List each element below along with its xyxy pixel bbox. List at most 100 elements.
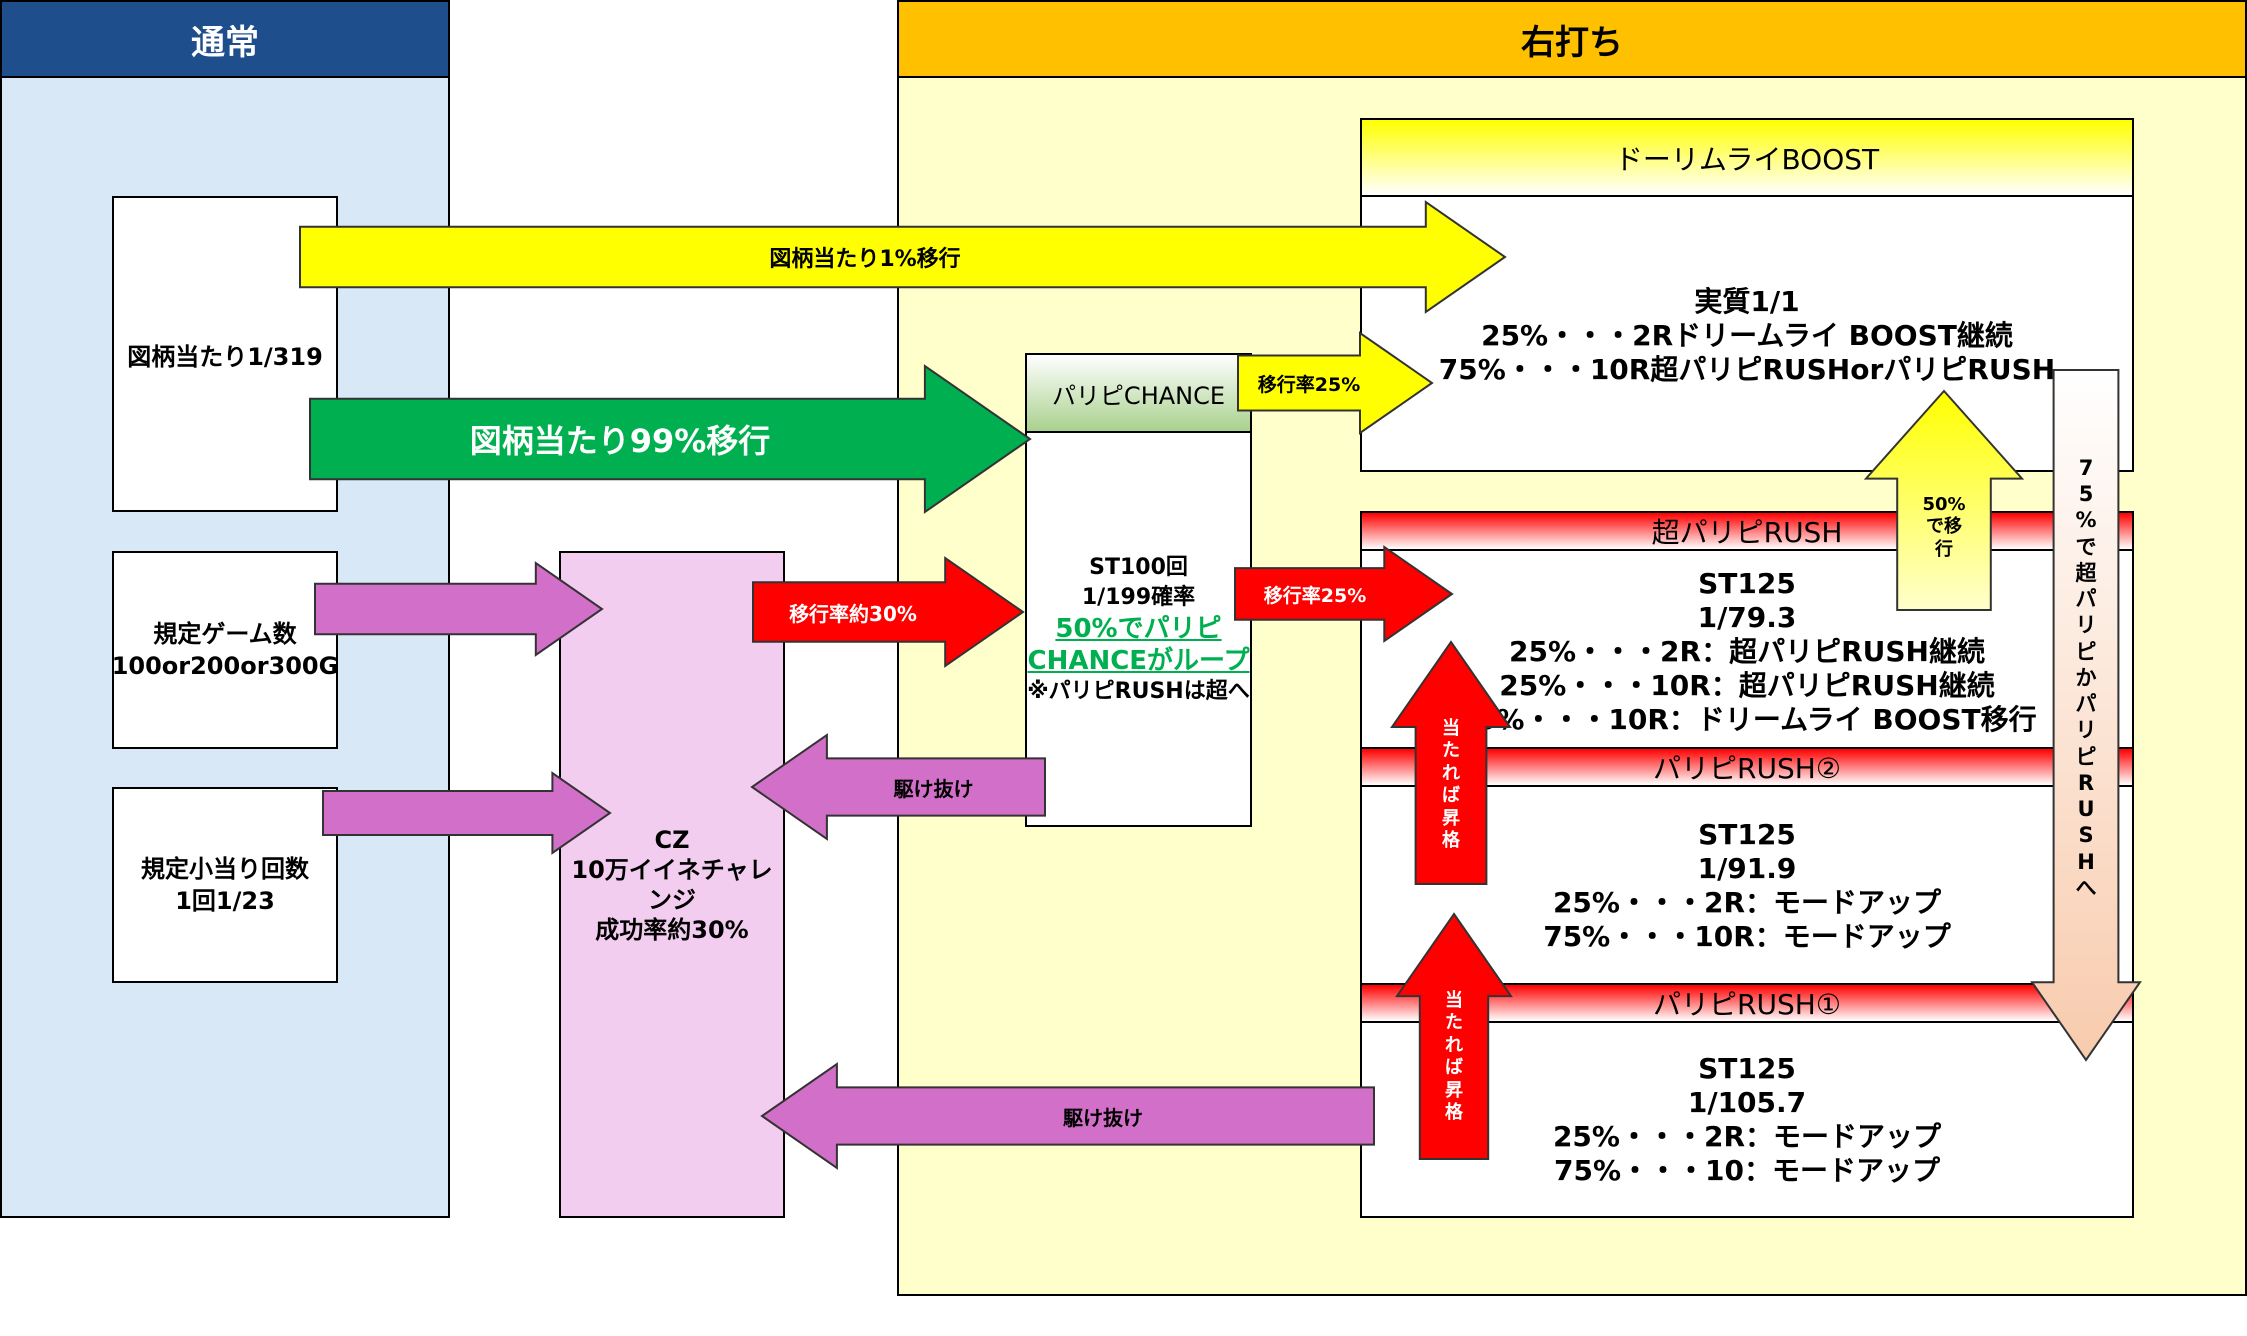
arrow-chance-to-super-label: 移行率25% — [1263, 584, 1367, 607]
rush2-line-3: 25%・・・2R：モードアップ — [1552, 886, 1942, 919]
right-section-title: 右打ち — [897, 0, 2247, 78]
super-rush-line-3: 25%・・・2R：超パリピRUSH継続 — [1509, 635, 1985, 668]
arrow-zugara-1pct — [299, 200, 1507, 314]
super-rush-title: 超パリピRUSH — [1360, 511, 2134, 551]
rush2-line-4: 75%・・・10R：モードアップ — [1543, 920, 1951, 953]
down75-text-11: リ — [2075, 718, 2097, 743]
super-rush-body: ST125 1/79.3 25%・・・2R：超パリピRUSH継続 25%・・・1… — [1360, 567, 2134, 737]
arrow-kakenuke-rush — [760, 1062, 1375, 1170]
down75-text-8: ピ — [2075, 639, 2097, 664]
arrow-shape — [1863, 389, 2025, 611]
down75-text-14: U — [2077, 797, 2095, 822]
chance-line-1: ST100回 — [1089, 555, 1188, 580]
arrow-cz-to-chance-label: 移行率約30% — [789, 601, 917, 626]
arrow-shape — [2030, 369, 2142, 1062]
chance-loop-line-2: CHANCEがループ — [1027, 646, 1250, 676]
shoukaku2-text-4: ば — [1445, 1057, 1463, 1078]
arrow-kitei-koatari-to-cz — [322, 771, 612, 855]
arrow-rush1-to-rush2-label: 当 た れ ば 昇 格 — [1424, 962, 1484, 1152]
boost-line-2: 25%・・・2Rドリームライ BOOST継続 — [1481, 319, 2013, 352]
trigger-kitei-game: 規定ゲーム数 100or200or300G — [112, 551, 338, 749]
arrow-kakenuke-chance — [750, 733, 1046, 841]
down75-text-7: リ — [2075, 613, 2097, 638]
trigger-kitei-game-line-2: 100or200or300G — [111, 652, 339, 680]
up50-text-1: 50% — [1922, 493, 1966, 515]
arrow-kakenuke-rush-label: 駆け抜け — [1063, 1105, 1143, 1130]
arrow-shape — [752, 556, 1025, 668]
down75-text-10: パ — [2075, 692, 2097, 717]
arrow-shape — [322, 771, 612, 855]
arrow-rush2-to-super-label: 当 た れ ば 昇 格 — [1421, 690, 1481, 880]
down75-text-1: 7 — [2078, 455, 2094, 480]
arrow-shape — [1234, 545, 1454, 643]
down75-text-17: へ — [2075, 875, 2097, 900]
arrow-kitei-game-to-cz — [314, 561, 604, 657]
rush2-title: パリピRUSH② — [1360, 747, 2134, 787]
shoukaku2-text-2: た — [1445, 1012, 1463, 1033]
boost-line-3: 75%・・・10R超パリピRUSHorパリピRUSH — [1438, 353, 2056, 386]
rush2-body: ST125 1/91.9 25%・・・2R：モードアップ 75%・・・10R：モ… — [1360, 818, 2134, 954]
chance-body: ST100回 1/199確率 50%でパリピ CHANCEがループ ※パリピRU… — [1025, 433, 1252, 827]
arrow-super-to-boost-50 — [1863, 389, 2025, 611]
down75-text-2: 5 — [2078, 482, 2094, 507]
trigger-kitei-game-line-1: 規定ゲーム数 — [153, 620, 297, 648]
up50-text-2: で移 — [1926, 516, 1962, 538]
super-rush-line-2: 1/79.3 — [1697, 601, 1797, 634]
trigger-kitei-koatari: 規定小当り回数 1回1/23 — [112, 787, 338, 983]
arrow-super-to-boost-50-label: 50% で移 行 — [1904, 450, 1984, 605]
shoukaku1-text-6: 格 — [1442, 830, 1460, 851]
normal-section-title: 通常 — [0, 0, 450, 78]
arrow-chance-to-boost — [1237, 331, 1434, 435]
arrow-shape — [760, 1062, 1375, 1170]
rush2-line-1: ST125 — [1698, 818, 1796, 851]
down75-text-9: か — [2075, 665, 2097, 690]
arrow-boost-down-75 — [2030, 369, 2142, 1062]
down75-text-15: S — [2078, 823, 2094, 848]
arrow-shape — [1390, 640, 1512, 885]
super-rush-line-5: 50%・・・10R：ドリームライ BOOST移行 — [1457, 703, 2037, 736]
arrow-cz-to-chance — [752, 556, 1025, 668]
rush1-line-4: 75%・・・10：モードアップ — [1554, 1154, 1940, 1187]
shoukaku1-text-5: 昇 — [1442, 807, 1460, 829]
chance-loop-line-1: 50%でパリピ — [1055, 614, 1222, 644]
shoukaku2-text-3: れ — [1445, 1034, 1463, 1056]
arrow-shape — [1395, 912, 1513, 1160]
shoukaku2-text-5: 昇 — [1445, 1079, 1463, 1101]
rush1-line-3: 25%・・・2R：モードアップ — [1552, 1120, 1942, 1153]
chance-line-2: 1/199確率 — [1081, 585, 1196, 610]
down75-text-4: で — [2075, 534, 2097, 559]
shoukaku2-text-1: 当 — [1445, 989, 1463, 1011]
trigger-kitei-koatari-line-1: 規定小当り回数 — [141, 855, 309, 883]
shoukaku2-text-6: 格 — [1445, 1102, 1463, 1123]
arrow-zugara-99pct — [309, 364, 1032, 514]
trigger-zugara-label: 図柄当たり1/319 — [127, 342, 323, 371]
arrow-shape — [314, 561, 604, 657]
down75-text-13: R — [2077, 770, 2095, 795]
arrow-chance-to-super — [1234, 545, 1454, 643]
down75-text-16: H — [2077, 849, 2095, 874]
down75-text-5: 超 — [2075, 560, 2097, 585]
down75-text-3: % — [2075, 508, 2097, 533]
arrow-zugara-1pct-label: 図柄当たり1%移行 — [769, 247, 961, 272]
arrow-kakenuke-chance-label: 駆け抜け — [893, 776, 974, 801]
rush1-body: ST125 1/105.7 25%・・・2R：モードアップ 75%・・・10：モ… — [1360, 1052, 2134, 1188]
arrow-rush1-to-rush2 — [1395, 912, 1513, 1160]
super-rush-line-4: 25%・・・10R：超パリピRUSH継続 — [1499, 669, 1995, 702]
boost-body: 実質1/1 25%・・・2Rドリームライ BOOST継続 75%・・・10R超パ… — [1360, 285, 2134, 387]
cz-line-1: CZ — [654, 825, 690, 854]
arrow-shape — [1237, 331, 1434, 435]
boost-line-1: 実質1/1 — [1694, 285, 1800, 318]
super-rush-line-1: ST125 — [1698, 567, 1796, 600]
shoukaku1-text-1: 当 — [1442, 717, 1460, 739]
shoukaku1-text-3: れ — [1442, 762, 1460, 784]
arrow-shape — [750, 733, 1046, 841]
trigger-zugara: 図柄当たり1/319 — [112, 196, 338, 512]
trigger-kitei-koatari-line-2: 1回1/23 — [175, 887, 275, 915]
down75-text-6: パ — [2075, 587, 2097, 612]
arrow-shape — [299, 200, 1507, 314]
arrow-shape — [309, 364, 1032, 514]
up50-text-3: 行 — [1935, 538, 1953, 560]
arrow-boost-down-75-label: 7 5 % で 超 パ リ ピ か パ リ ピ R U S H へ — [2056, 378, 2116, 978]
shoukaku1-text-2: た — [1442, 740, 1460, 761]
cz-line-4: 成功率約30% — [595, 915, 749, 944]
